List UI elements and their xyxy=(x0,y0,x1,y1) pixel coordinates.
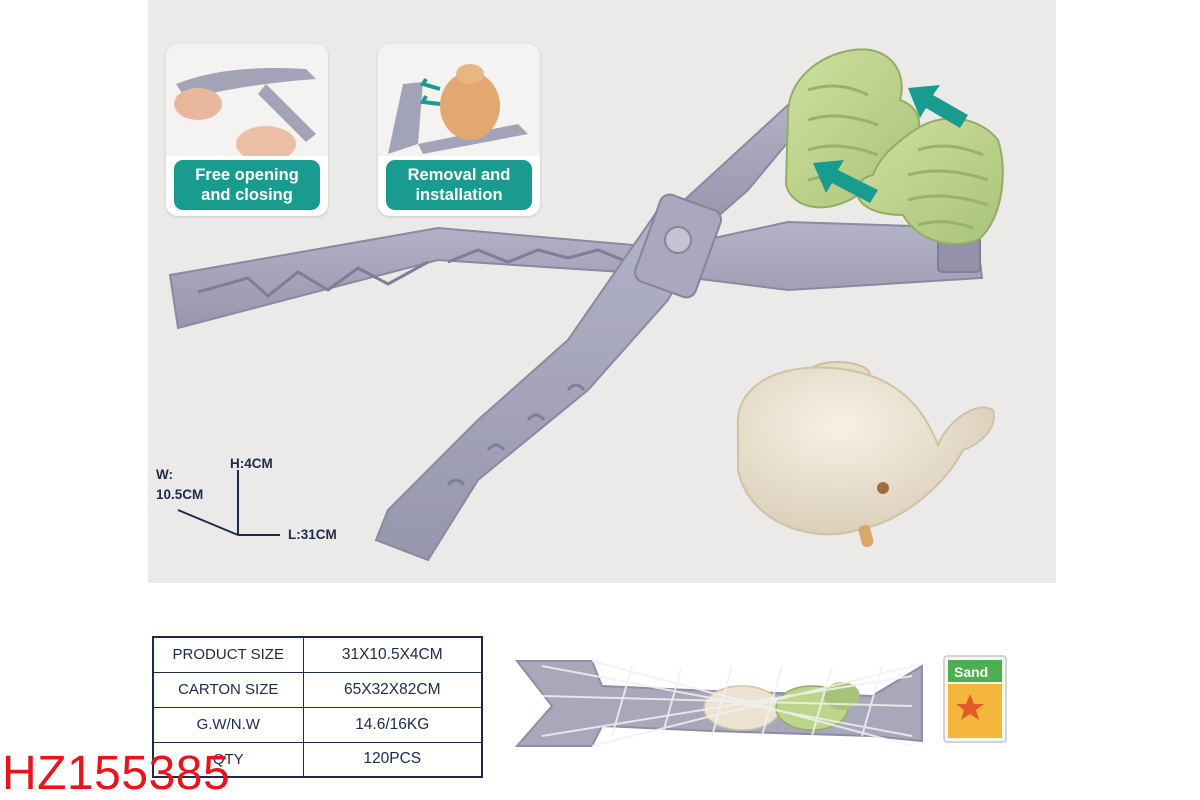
model-code: HZ155385 xyxy=(2,747,231,800)
product-hero-image xyxy=(148,0,1056,583)
spec-table: PRODUCT SIZE 31X10.5X4CM CARTON SIZE 65X… xyxy=(152,636,483,778)
spec-value: 14.6/16KG xyxy=(302,706,483,743)
feature-line: and closing xyxy=(201,186,293,204)
sand-bag xyxy=(943,655,1007,743)
packaged-product-image: Sand xyxy=(512,636,1034,766)
feature-label-free-opening: Free opening and closing xyxy=(174,160,320,210)
width-dimension-label: W: xyxy=(156,467,173,482)
spec-label: PRODUCT SIZE xyxy=(152,636,304,673)
feature-line: Removal and xyxy=(407,166,511,184)
length-dimension: L:31CM xyxy=(288,527,337,542)
table-row: QTY 120PCS xyxy=(152,741,483,778)
spec-value: 31X10.5X4CM xyxy=(302,636,483,673)
snowball-clip-illustration xyxy=(168,48,1004,562)
feature-line: Free opening xyxy=(195,166,299,184)
mold-swap-icon xyxy=(378,44,540,156)
spec-value: 120PCS xyxy=(302,741,483,778)
green-snail-mold xyxy=(856,117,1004,245)
hand-grip-icon xyxy=(166,44,328,156)
dimension-axes-diagram xyxy=(177,470,280,536)
install-arrow-icons xyxy=(813,85,968,203)
upper-arm xyxy=(168,220,984,330)
table-row: CARTON SIZE 65X32X82CM xyxy=(152,671,483,708)
whale-snowball-mold xyxy=(736,361,995,548)
feature-card-removal: Removal and installation xyxy=(378,44,540,216)
spec-label: CARTON SIZE xyxy=(152,671,304,708)
feature-line: installation xyxy=(415,186,503,204)
spec-label: QTY xyxy=(152,741,304,778)
spec-label: G.W/N.W xyxy=(152,706,304,743)
feature-card-free-opening: Free opening and closing xyxy=(166,44,328,216)
width-dimension-value: 10.5CM xyxy=(156,487,204,502)
spec-value: 65X32X82CM xyxy=(302,671,483,708)
sand-bag-label: Sand xyxy=(954,664,988,680)
table-row: PRODUCT SIZE 31X10.5X4CM xyxy=(152,636,483,673)
pivot-joint xyxy=(634,193,722,299)
height-dimension: H:4CM xyxy=(230,456,273,471)
table-row: G.W/N.W 14.6/16KG xyxy=(152,706,483,743)
feature-label-removal: Removal and installation xyxy=(386,160,532,210)
